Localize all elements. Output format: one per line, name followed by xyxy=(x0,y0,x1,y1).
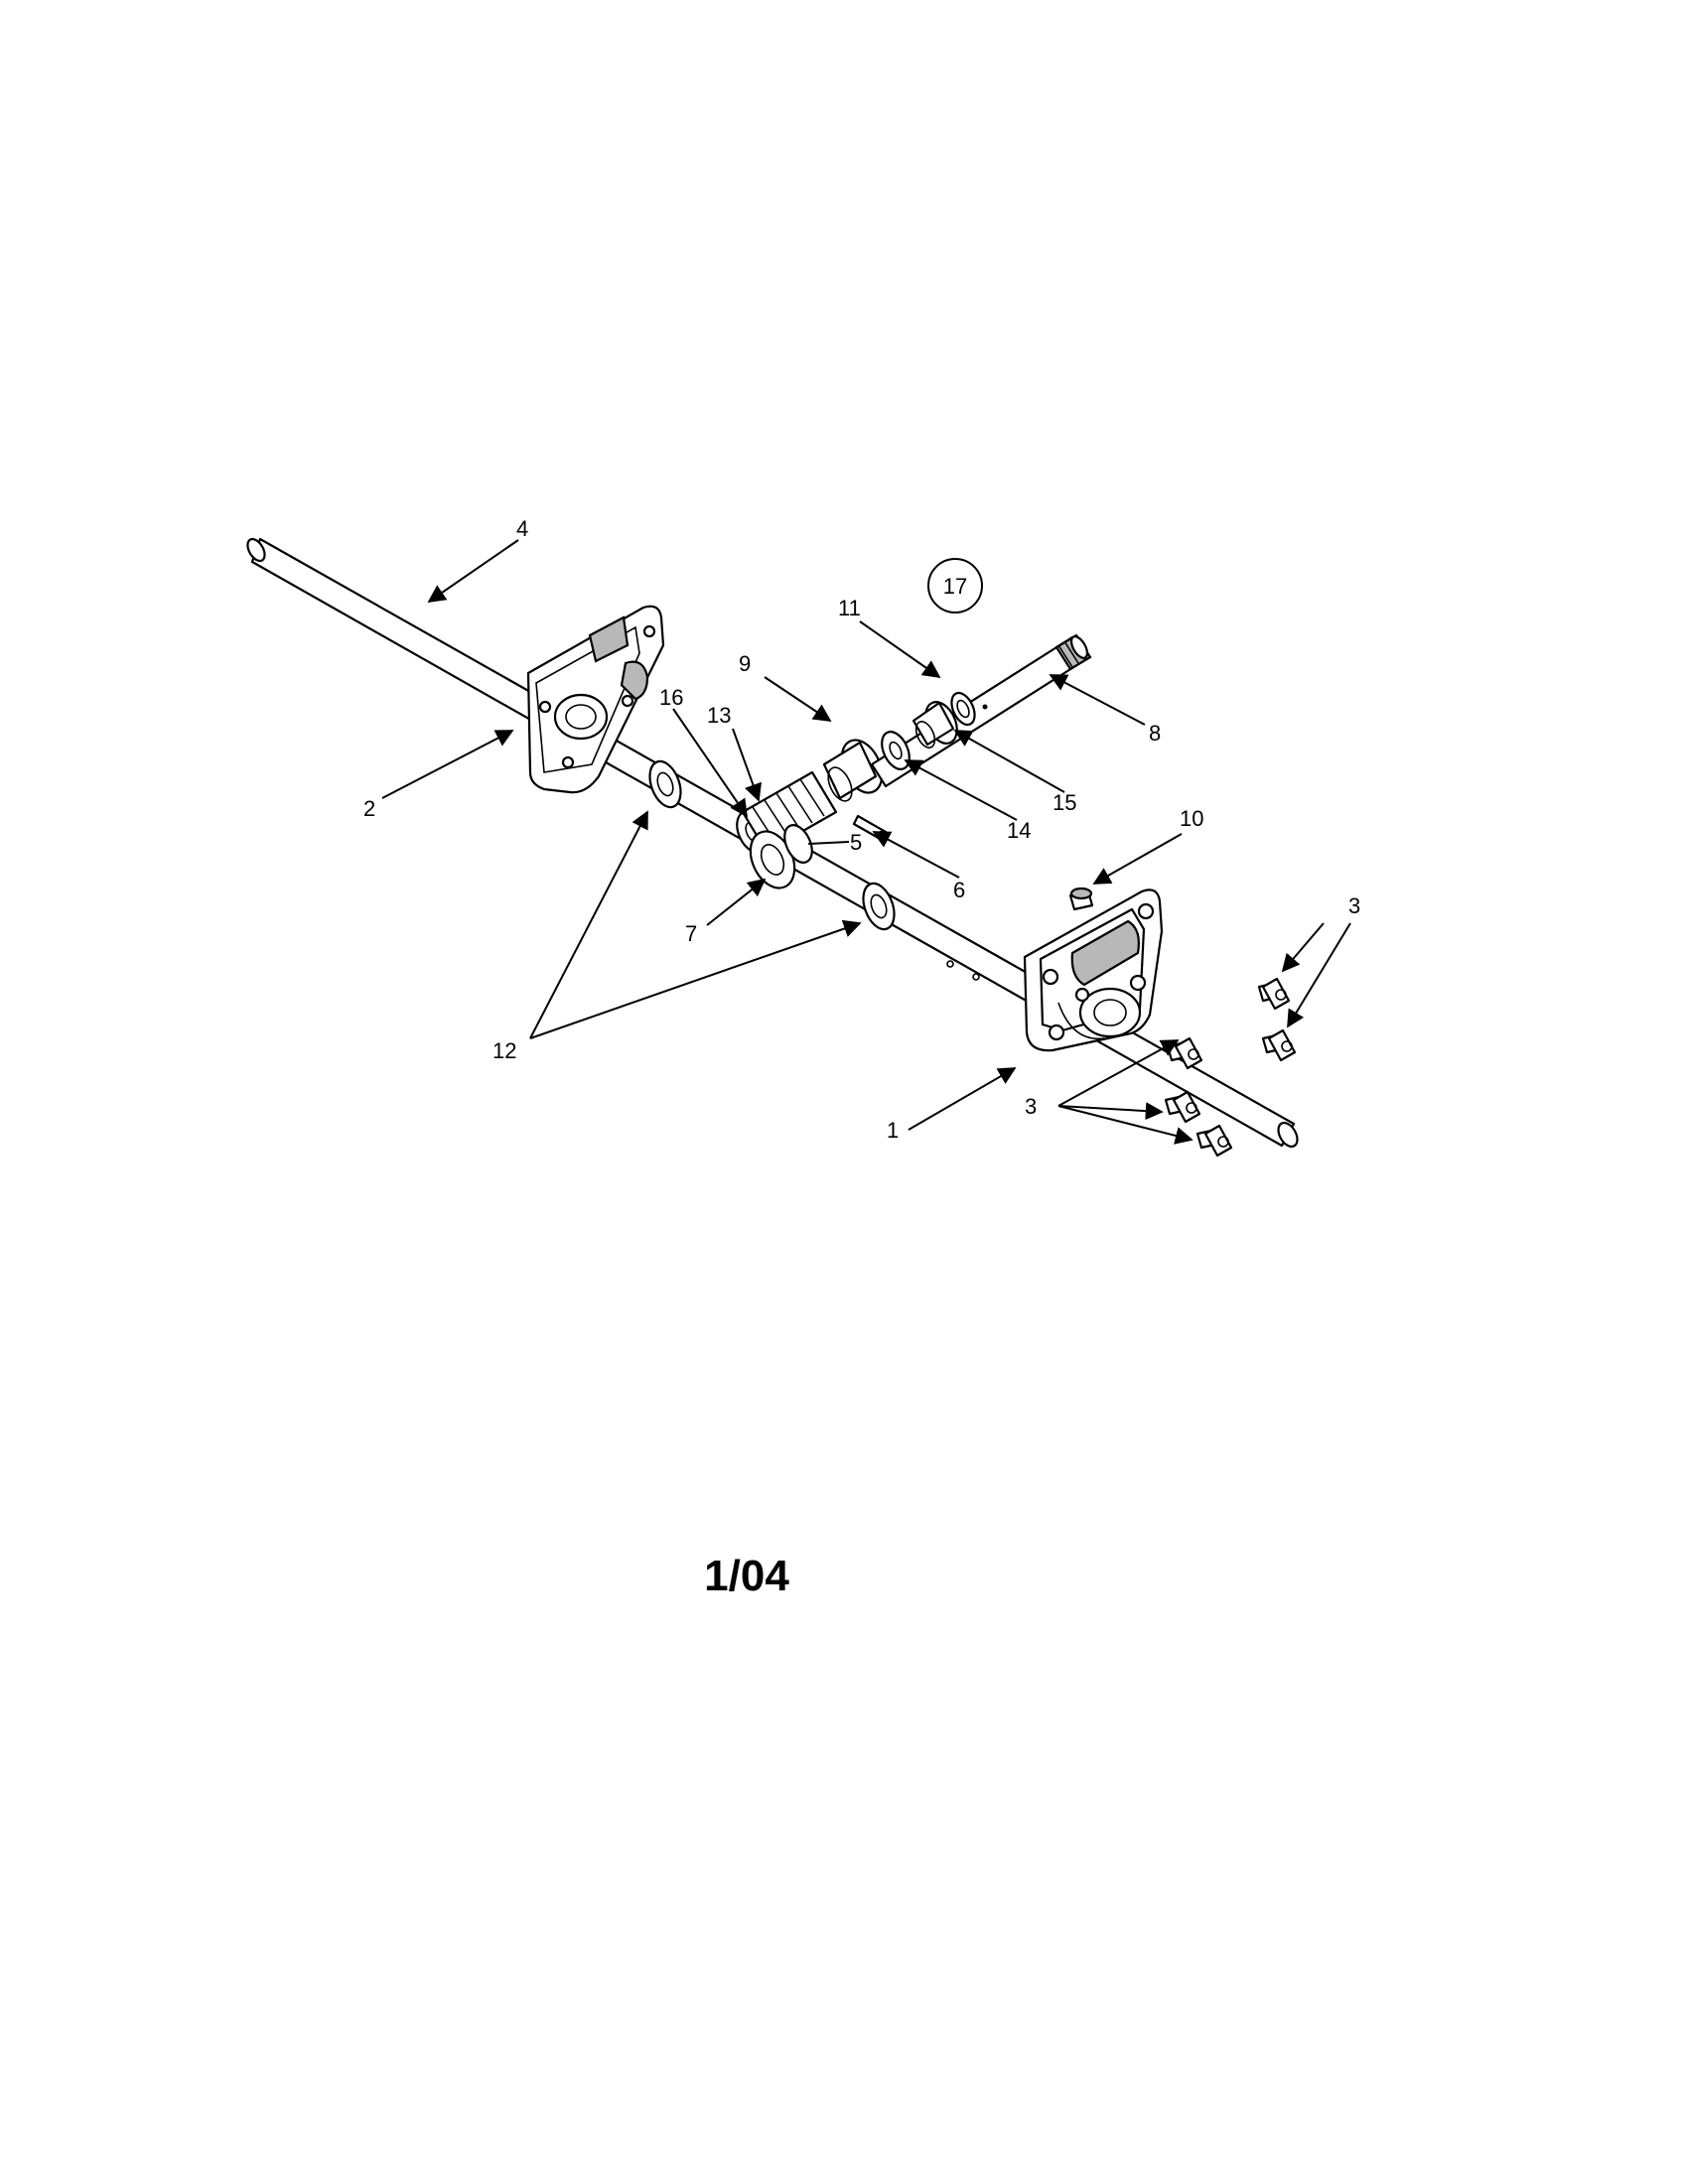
callout-1: 1 xyxy=(887,1118,899,1143)
date-code: 1/04 xyxy=(704,1552,789,1600)
left-housing-part-2 xyxy=(526,605,665,794)
callout-4: 4 xyxy=(516,516,528,541)
callout-3-top: 3 xyxy=(1348,893,1360,918)
callout-7: 7 xyxy=(685,921,697,946)
callout-15: 15 xyxy=(1052,790,1076,815)
screw-part-3-b xyxy=(1261,1028,1297,1062)
callout-14: 14 xyxy=(1007,818,1031,843)
leader-lines xyxy=(381,539,1351,1145)
retaining-ring-part-11 xyxy=(950,691,976,727)
callout-9: 9 xyxy=(739,651,751,676)
input-shaft-part-8 xyxy=(870,633,1092,788)
right-housing-part-1 xyxy=(1023,888,1164,1052)
vent-plug-part-10 xyxy=(1068,887,1094,911)
spacer-part-5 xyxy=(783,824,813,864)
washer-part-12-right xyxy=(862,882,896,931)
callout-5: 5 xyxy=(850,830,862,855)
bearing-part-15 xyxy=(912,701,958,749)
callout-12: 12 xyxy=(492,1038,516,1063)
screw-part-3-a xyxy=(1257,977,1291,1011)
callout-11: 11 xyxy=(838,596,861,620)
callout-16: 16 xyxy=(659,685,683,710)
callout-2: 2 xyxy=(363,796,375,821)
callout-10: 10 xyxy=(1180,806,1203,831)
screw-part-3-e xyxy=(1195,1124,1233,1158)
callout-labels: 4 2 3 3 1 8 9 11 15 14 10 6 5 7 16 13 12 xyxy=(363,516,1360,1143)
bearing-part-9 xyxy=(822,739,884,802)
screw-part-3-d xyxy=(1164,1090,1201,1124)
callout-8: 8 xyxy=(1149,721,1161,746)
callout-6: 6 xyxy=(953,878,965,902)
callout-13: 13 xyxy=(707,703,731,728)
callout-17: 17 xyxy=(943,574,967,599)
callout-17-circle: 17 xyxy=(927,558,983,614)
washer-part-12-left xyxy=(648,759,682,809)
callout-3-bottom: 3 xyxy=(1025,1094,1037,1119)
